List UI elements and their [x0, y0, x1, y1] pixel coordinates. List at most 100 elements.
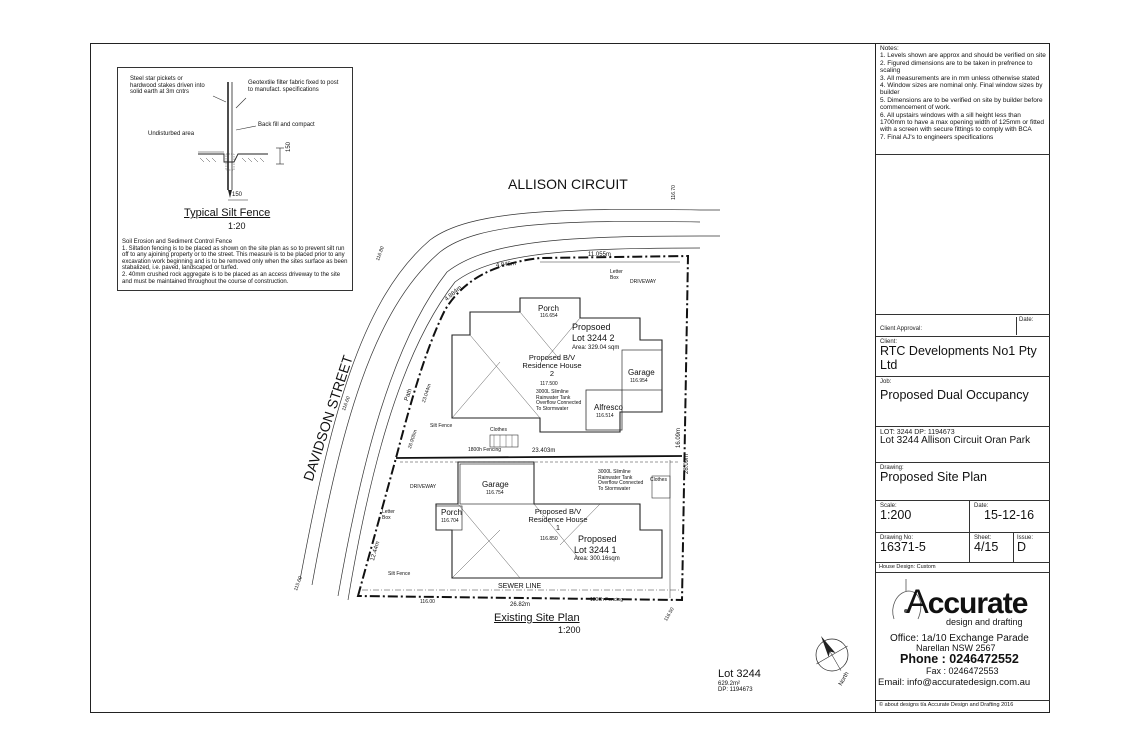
letterbox-1: Letter Box: [382, 509, 395, 521]
pickets-note: Steel star pickets or hardwood stakes dr…: [130, 76, 205, 96]
client-label: Client:: [880, 339, 898, 345]
fencing-mid: 1800h Fencing: [468, 447, 502, 453]
drawing-no-label: Drawing No:: [880, 535, 914, 541]
clothes-1: Clothes: [650, 477, 667, 483]
lot-area: 629.2m²: [718, 681, 741, 687]
job-label: Job:: [880, 379, 892, 385]
scale-date-row: Scale: 1:200 Date: 15-12-16: [876, 501, 1050, 533]
sheet-value: 4/15: [974, 540, 999, 554]
copyright-row: © about designs t/a Accurate Design and …: [876, 701, 1050, 713]
lot-2-area: Area: 329.04 sqm: [572, 345, 620, 351]
approval-date-label: Date:: [1016, 317, 1033, 335]
drawing-title: Proposed Site Plan: [880, 470, 988, 484]
lot-2-title: Propsoed: [572, 322, 611, 332]
house-design-row: House Design: Custom: [876, 563, 1050, 573]
date-value: 15-12-16: [984, 508, 1035, 522]
note-7: 7. Final AJ's to engineers specification…: [880, 133, 994, 141]
clothes-2: Clothes: [490, 427, 507, 433]
logo-subtitle: design and drafting: [946, 617, 1023, 627]
silt-fence-detail: Steel star pickets or hardwood stakes dr…: [117, 67, 353, 291]
backfill-note: Back fill and compact: [258, 122, 315, 128]
scale-label: Scale:: [880, 503, 897, 509]
erosion-note-2: 2. 40mm crushed rock aggregate is to be …: [122, 271, 341, 285]
dim-11055: 11.055m: [588, 252, 611, 258]
drawing-no-row: Drawing No: 16371-5 Sheet: 4/15 Issue: D: [876, 533, 1050, 563]
phone: Phone : 0246472552: [900, 652, 1019, 666]
site-plan-drawing: [299, 209, 849, 672]
office-suburb: Narellan NSW 2567: [916, 643, 996, 653]
logo-text: Accurate: [906, 583, 1028, 621]
erosion-heading: Soil Erosion and Sediment Control Fence: [122, 239, 233, 245]
garage-2-label: Garage: [628, 368, 655, 377]
porch-2-rl: 116.654: [540, 313, 558, 319]
note-2: 2. Figured dimensions are to be taken in…: [880, 59, 1033, 75]
blank-panel: [876, 155, 1050, 315]
office-address: Office: 1a/10 Exchange Parade: [890, 633, 1029, 644]
letterbox-2: Letter Box: [610, 269, 623, 281]
site-address: Lot 3244 Allison Circuit Oran Park: [880, 435, 1031, 446]
road-kerb-inner: [311, 221, 701, 586]
alfresco-rl: 116.514: [596, 413, 614, 419]
scale-cell: Scale: 1:200: [876, 501, 970, 532]
dim-16: 16.09m: [676, 427, 682, 448]
lot-boundary: [356, 254, 690, 602]
geotextile-note: Geotextile filter fabric fixed to post t…: [248, 80, 339, 93]
date-label: Date:: [974, 503, 989, 509]
rl-bottom-mid: 116.00: [420, 599, 435, 605]
email: Email: info@accuratedesign.com.au: [878, 677, 1031, 688]
house-2-footprint: [451, 297, 663, 433]
lot-divide-line: [395, 455, 683, 459]
silt-fence-2: Silt Fence: [430, 423, 453, 429]
notes-panel: Notes: 1. Levels shown are approx and sh…: [876, 43, 1050, 155]
undisturbed-note: Undisturbed area: [148, 131, 195, 137]
client-approval-label: Client Approval:: [880, 326, 923, 332]
existing-site-plan-scale: 1:200: [558, 625, 581, 635]
house-1-rl: 116.850: [540, 536, 558, 542]
existing-site-plan-title: Existing Site Plan: [494, 612, 580, 624]
drawing-no-cell: Drawing No: 16371-5: [876, 533, 970, 562]
drawing-no-value: 16371-5: [880, 540, 926, 554]
note-6: 6. All upstairs windows with a sill heig…: [880, 111, 1045, 134]
company-panel: Accurate design and drafting Office: 1a/…: [876, 573, 1050, 701]
copyright: © about designs t/a Accurate Design and …: [879, 702, 1014, 708]
lot-name: Lot 3244: [718, 668, 761, 680]
footpath-edge: [337, 235, 701, 597]
job-name: Proposed Dual Occupancy: [880, 388, 1029, 402]
house-1-label: Proposed B/V Residence House 1: [528, 507, 588, 532]
house-2-label: Proposed B/V Residence House 2: [522, 353, 582, 378]
dim-23403: 23.403m: [532, 448, 556, 454]
house-design: House Design: Custom: [879, 564, 936, 570]
footpath-edge-2: [347, 247, 701, 601]
note-4: 4. Window sizes are nominal only. Final …: [880, 82, 1043, 97]
tank-2-note: 3000L Slimline Rainwater Tank Overflow C…: [536, 389, 582, 412]
sheet-cell: Sheet: 4/15: [970, 533, 1014, 562]
title-block: Notes: 1. Levels shown are approx and sh…: [875, 43, 1050, 713]
client-row: Client: RTC Developments No1 Pty Ltd: [876, 337, 1050, 377]
garage-2-rl: 116.954: [630, 378, 648, 384]
lot-dp-label: LOT: 3244 DP: 1194673: [880, 429, 955, 436]
lot-2-name: Lot 3244 2: [572, 333, 615, 343]
lot-1-title: Proposed: [578, 534, 617, 544]
lot-1-name: Lot 3244 1: [574, 545, 617, 555]
fax: Fax : 0246472553: [926, 666, 999, 676]
drawing-label: Drawing:: [880, 465, 904, 471]
lot-1-area: Area: 300.16sqm: [574, 556, 620, 562]
street-allison-circuit: ALLISON CIRCUIT: [508, 176, 628, 192]
scale-value: 1:200: [880, 508, 912, 522]
logo-lamp-icon: [892, 579, 922, 620]
garage-1-rl: 116.754: [486, 490, 504, 496]
driveway-1: DRIVEWAY: [410, 484, 437, 490]
fencing-bottom: 1800h Fencing: [590, 597, 624, 603]
rl-top: 116.70: [671, 185, 677, 200]
note-3: 3. All measurements are in mm unless oth…: [880, 74, 1040, 82]
porch-1-rl: 116.704: [441, 518, 459, 524]
alfresco-label: Alfresco: [594, 403, 623, 412]
client-approval-row: Client Approval: Date:: [876, 315, 1050, 337]
porch-1-label: Porch: [441, 508, 462, 517]
notes-heading: Notes:: [880, 45, 899, 52]
detail-title: Typical Silt Fence: [184, 207, 271, 219]
sewer-line-label: SEWER LINE: [498, 583, 542, 590]
date-cell: Date: 15-12-16: [970, 501, 1050, 532]
road-kerb-outer: [299, 209, 701, 581]
silt-fence-1: Silt Fence: [388, 571, 411, 577]
